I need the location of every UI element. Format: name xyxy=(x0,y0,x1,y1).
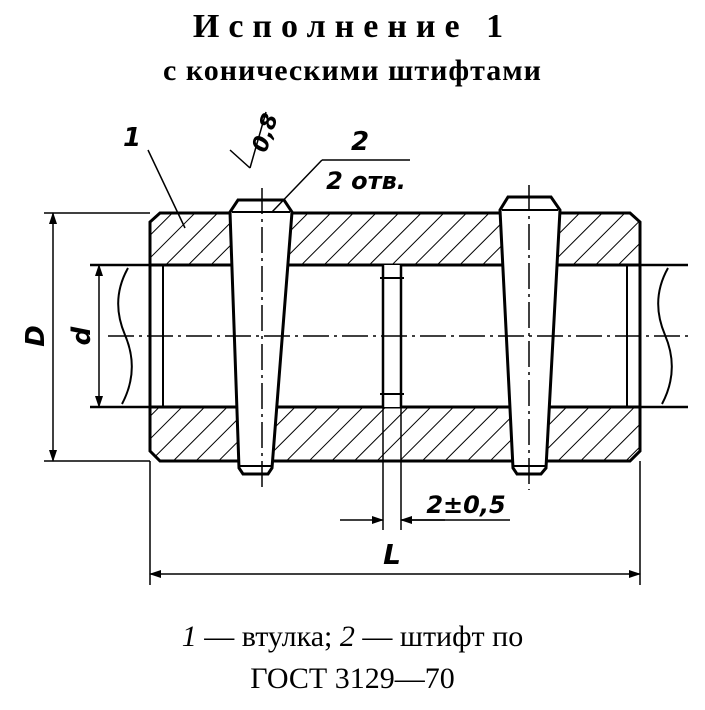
callout-1-label: 1 xyxy=(123,123,141,153)
center-lines xyxy=(108,185,688,490)
caption-text-2: — штифт по xyxy=(354,620,524,653)
dimension-L xyxy=(149,461,641,585)
dimension-gap-label: 2±0,5 xyxy=(426,491,505,519)
callout-1-leader xyxy=(147,149,186,229)
callout-2-label: 2 xyxy=(351,127,369,157)
callout-2-leader xyxy=(271,159,410,213)
surface-finish-mark xyxy=(229,111,267,169)
dimension-D-label: D xyxy=(21,325,51,347)
dimension-d xyxy=(90,264,108,408)
dimension-d-label: d xyxy=(67,326,97,345)
dimension-gap xyxy=(340,407,510,530)
caption-line-1: 1 — втулка; 2 — штифт по xyxy=(0,620,705,654)
caption-number-1: 1 xyxy=(181,620,197,653)
surface-finish-value: 0,8 xyxy=(248,111,284,156)
callout-2-note: 2 отв. xyxy=(326,167,406,195)
dimension-D xyxy=(44,212,150,462)
technical-drawing: D d L 2±0,5 1 2 2 отв. 0,8 xyxy=(21,111,688,585)
caption-text-1: — втулка; xyxy=(196,620,340,653)
pin-left xyxy=(228,198,294,476)
title-line-2: с коническими штифтами xyxy=(163,54,542,87)
caption-line-2: ГОСТ 3129—70 xyxy=(250,662,455,695)
caption-number-2: 2 xyxy=(339,620,355,653)
dimension-L-label: L xyxy=(383,538,401,571)
title-line-1: Исполнение 1 xyxy=(192,8,513,45)
